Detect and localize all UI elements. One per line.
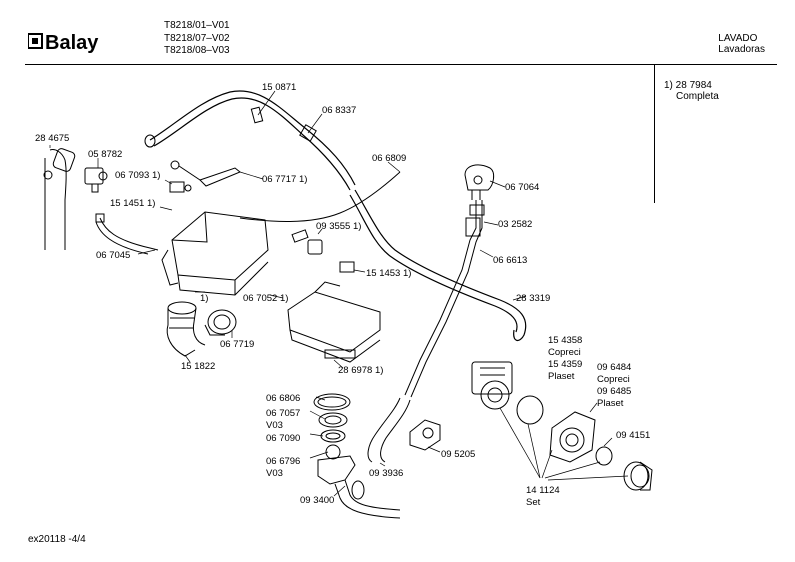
valve-small — [84, 167, 108, 193]
label-058782: 05 8782 — [88, 149, 122, 160]
label-067090: 06 7090 — [266, 433, 300, 444]
label-copreci-2: Copreci — [597, 374, 630, 385]
label-067045: 06 7045 — [96, 250, 130, 261]
label-066806: 06 6806 — [266, 393, 300, 404]
clip-095205 — [409, 419, 441, 451]
bellows-ring — [204, 309, 237, 336]
label-v03-a: V03 — [266, 420, 283, 431]
label-067052: 06 7052 1) — [243, 293, 288, 304]
label-067719: 06 7719 — [220, 339, 254, 350]
label-066796: 06 6796 — [266, 456, 300, 467]
model-3: T8218/08–V03 — [164, 45, 230, 56]
label-151822: 15 1822 — [181, 361, 215, 372]
model-list: T8218/01–V01 T8218/07–V02 T8218/08–V03 — [164, 20, 230, 58]
label-151453: 15 1453 1) — [366, 268, 411, 279]
detergent-drawer — [161, 211, 269, 296]
label-154358: 15 4358 — [548, 335, 582, 346]
label-096485: 09 6485 — [597, 386, 631, 397]
label-plaset-2: Plaset — [597, 398, 624, 409]
chamber-tube — [367, 397, 411, 463]
part-151453 — [339, 261, 355, 273]
filter-cap — [623, 461, 653, 491]
drawer-tray — [287, 281, 381, 363]
label-093555: 09 3555 1) — [316, 221, 361, 232]
note-line-1: 1) 28 7984 — [664, 80, 712, 91]
label-067717: 06 7717 1) — [262, 174, 307, 185]
label-095205: 09 5205 — [441, 449, 475, 460]
label-1: 1) — [200, 293, 208, 304]
brand-logo: Balay — [27, 32, 128, 59]
leader-lines — [49, 90, 629, 497]
seal-stack — [313, 393, 351, 460]
label-141124: 14 1124 — [526, 485, 560, 496]
drain-hose-top — [144, 90, 356, 191]
label-067093: 06 7093 1) — [115, 170, 160, 181]
label-093936: 09 3936 — [369, 468, 403, 479]
label-copreci-1: Copreci — [548, 347, 581, 358]
model-1: T8218/01–V01 — [164, 20, 230, 31]
cable — [239, 171, 401, 223]
note-line-2: Completa — [676, 91, 719, 102]
label-set: Set — [526, 497, 541, 508]
category: LAVADO — [718, 33, 758, 44]
part-labels: 15 0871 06 8337 28 4675 05 8782 06 7093 … — [35, 82, 650, 508]
valve-medium — [169, 181, 192, 193]
pressure-switch — [464, 164, 495, 200]
drain-pump — [471, 361, 544, 425]
label-286978: 28 6978 1) — [338, 365, 383, 376]
part-093555b — [307, 239, 323, 255]
category-block: LAVADO Lavadoras — [718, 33, 765, 55]
label-068337: 06 8337 — [322, 105, 356, 116]
label-150871: 15 0871 — [262, 82, 296, 93]
label-283319: 28 3319 — [516, 293, 550, 304]
label-v03-b: V03 — [266, 468, 283, 479]
drain-sump — [317, 455, 401, 519]
inlet-hose-right — [349, 189, 527, 341]
filter-housing — [549, 411, 613, 466]
brand-name: Balay — [45, 32, 99, 54]
model-2: T8218/07–V02 — [164, 32, 230, 44]
label-284675: 28 4675 — [35, 133, 69, 144]
part-093555a — [291, 229, 309, 243]
label-067057: 06 7057 — [266, 408, 300, 419]
header-divider — [25, 64, 777, 65]
subcategory: Lavadoras — [718, 44, 765, 55]
note-divider — [654, 65, 655, 203]
pipe-small — [95, 213, 159, 255]
note-block: 1) 28 7984 Completa — [664, 80, 719, 102]
label-151451: 15 1451 1) — [110, 198, 155, 209]
logo-square-icon — [27, 33, 43, 49]
label-066809: 06 6809 — [372, 153, 406, 164]
label-066613: 06 6613 — [493, 255, 527, 266]
label-094151: 09 4151 — [616, 430, 650, 441]
label-plaset-1: Plaset — [548, 371, 575, 382]
label-032582: 03 2582 — [498, 219, 532, 230]
label-096484: 09 6484 — [597, 362, 631, 373]
pressure-tube — [404, 200, 485, 398]
label-067064: 06 7064 — [505, 182, 539, 193]
label-154359: 15 4359 — [548, 359, 582, 370]
elbow-hose-left — [43, 148, 76, 250]
footer-code: ex20118 -4/4 — [28, 534, 86, 545]
label-093400: 09 3400 — [300, 495, 334, 506]
bellows — [166, 301, 206, 357]
